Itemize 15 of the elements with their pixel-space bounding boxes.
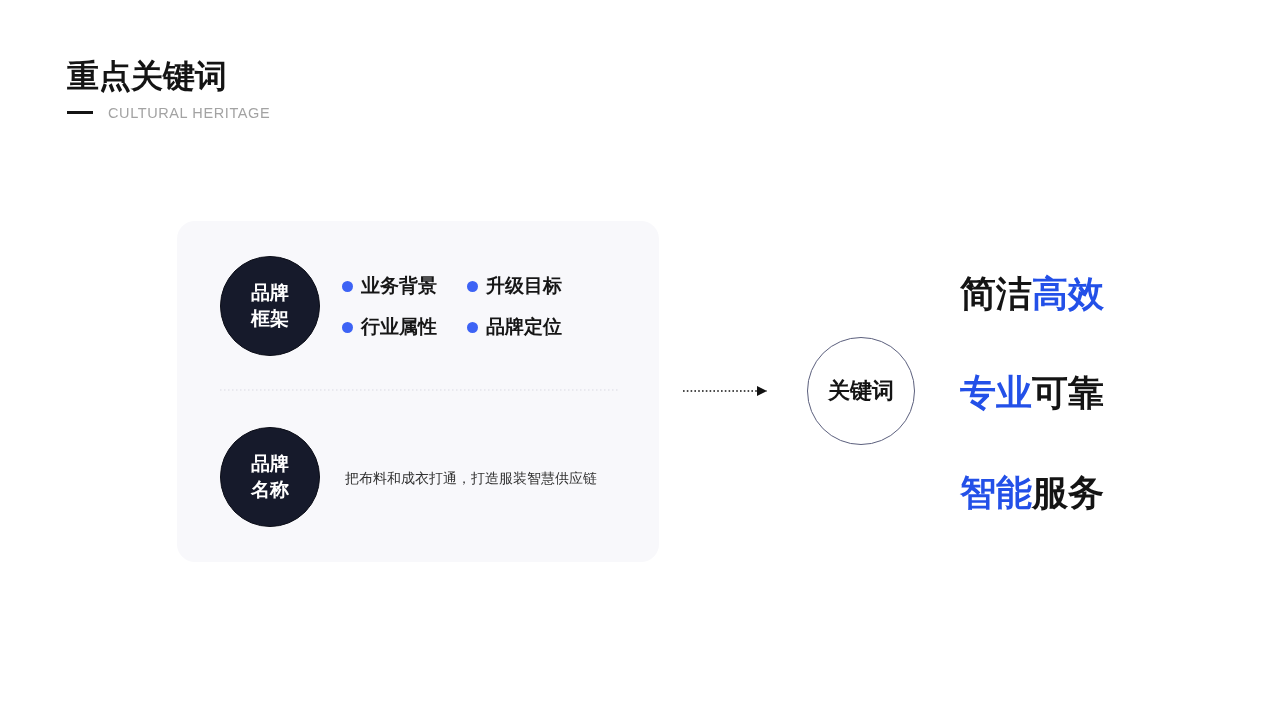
description-text: 把布料和成衣打通，打造服装智慧供应链 [345,469,597,488]
keyword-circle: 关键词 [807,337,915,445]
list-item: 品牌定位 [486,315,562,339]
panel-card [177,221,659,562]
arrow [682,386,768,396]
list-item: 业务背景 [361,274,437,298]
keyword-text: 专业可靠 [960,371,1104,415]
title: 重点关键词 [67,57,227,96]
subtitle: CULTURAL HERITAGE [108,104,271,122]
keyword-text: 智能服务 [960,471,1104,515]
heading-circle: 品牌框架 [220,256,320,356]
heading-circle: 品牌名称 [220,427,320,527]
list-item: 行业属性 [361,315,437,339]
keyword-text: 简洁高效 [960,272,1104,316]
list-item: 升级目标 [486,274,562,298]
